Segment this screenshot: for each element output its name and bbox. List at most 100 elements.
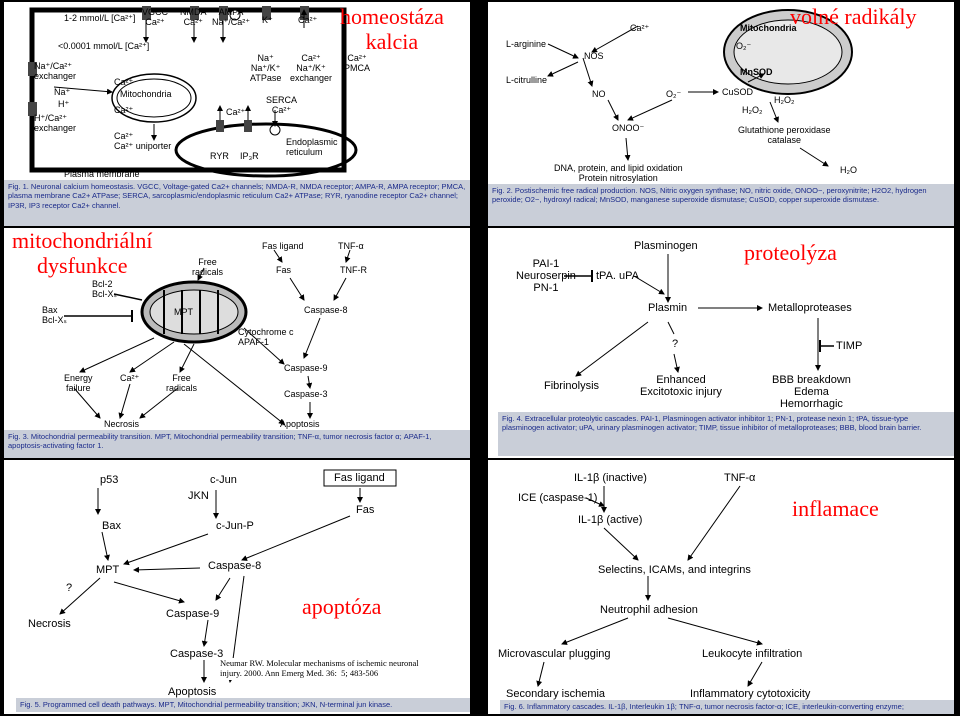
arginine-label: L-arginine bbox=[506, 39, 547, 49]
caspase3-label: Caspase-3 bbox=[170, 648, 224, 660]
mito-calcium-1-label: Ca²⁺ bbox=[114, 77, 134, 87]
mpt-diagram bbox=[64, 249, 351, 425]
panel-free-radicals: L-arginine L-citrulline NOS Ca²⁺ Mitocho… bbox=[488, 2, 954, 226]
fas-label: Fas bbox=[356, 504, 375, 516]
excitotoxic-label: Enhanced Excitotoxic injury bbox=[640, 374, 722, 399]
nmda-label: NMDA Ca²⁺ bbox=[180, 7, 207, 27]
ip3r-label: IP₃R bbox=[240, 151, 259, 161]
pmca-label: Ca²⁺ PMCA bbox=[344, 53, 371, 73]
tpa-upa-label: tPA. uPA bbox=[596, 270, 640, 282]
inflammation-diagram bbox=[536, 485, 763, 687]
selectins-label: Selectins, ICAMs, and integrins bbox=[598, 564, 751, 576]
na-k-exchanger-label: Ca²⁺ Na⁺/K⁺ exchanger bbox=[290, 53, 333, 83]
fas-label: Fas bbox=[276, 265, 292, 275]
serca-label: SERCA Ca²⁺ bbox=[266, 95, 298, 115]
h2o2-2-label: H₂O₂ bbox=[742, 105, 763, 115]
panel-title: mitochondriální dysfunkce bbox=[12, 228, 153, 279]
neutrophil-adhesion-label: Neutrophil adhesion bbox=[600, 604, 698, 616]
free-radicals-top-label: Free radicals bbox=[192, 257, 224, 277]
calcium-label: Ca²⁺ bbox=[120, 373, 140, 383]
er-label: Endoplasmic reticulum bbox=[286, 137, 338, 157]
timp-label: TIMP bbox=[836, 340, 863, 352]
vgcc-label: VGCC Ca²⁺ bbox=[142, 7, 169, 27]
apoptosis-label: Apoptosis bbox=[168, 686, 217, 698]
h2o2-1-label: H₂O₂ bbox=[774, 95, 795, 105]
panel-mitochondrial-dysfunction: Fas ligand TNF-α Free radicals Fas TNF-R… bbox=[4, 228, 470, 458]
tnf-label: TNF-α bbox=[338, 241, 364, 251]
panel-title: homeostáza kalcia bbox=[340, 4, 444, 55]
nos-label: NOS bbox=[584, 51, 604, 61]
cytochrome-c-label: Cytochrome c APAF-1 bbox=[238, 327, 294, 347]
cjun-label: c-Jun bbox=[210, 474, 237, 486]
inhibitors-label: PAI-1 Neuroserpin PN-1 bbox=[516, 258, 576, 295]
panel-title: proteolýza bbox=[744, 240, 837, 265]
jkn-label: JKN bbox=[188, 490, 209, 502]
panel-proteolysis: PAI-1 Neuroserpin PN-1 tPA. uPA Plasmino… bbox=[488, 228, 954, 458]
fibrinolysis-label: Fibrinolysis bbox=[544, 380, 600, 392]
mpt-label: MPT bbox=[96, 564, 120, 576]
microvascular-plugging-label: Microvascular plugging bbox=[498, 648, 611, 660]
caspase9-label: Caspase-9 bbox=[284, 363, 328, 373]
panel-apoptosis: p53 c-Jun JKN Fas ligand Fas Bax c-Jun-P… bbox=[4, 460, 470, 714]
ryr-label: RYR bbox=[210, 151, 229, 161]
apoptosis-label: Apoptosis bbox=[280, 419, 320, 429]
tnfr-label: TNF-R bbox=[340, 265, 367, 275]
figure-caption: Fig. 4. Extracellular proteolytic cascad… bbox=[498, 412, 954, 456]
figure-caption: Fig. 5. Programmed cell death pathways. … bbox=[16, 698, 470, 712]
mnsod-label: MnSOD bbox=[740, 67, 773, 77]
figure-caption: Fig. 3. Mitochondrial permeability trans… bbox=[4, 430, 470, 458]
secondary-ischemia-label: Secondary ischemia bbox=[506, 688, 606, 700]
nitric-oxide-label: NO bbox=[592, 89, 606, 99]
necrosis-label: Necrosis bbox=[104, 419, 140, 429]
calcium-diagram bbox=[28, 6, 358, 178]
panel-title: apoptóza bbox=[302, 594, 382, 619]
potassium-label: K⁺ bbox=[262, 15, 273, 25]
cytotoxicity-label: Inflammatory cytotoxicity bbox=[690, 688, 811, 700]
extracellular-concentration-label: 1-2 mmol/L [Ca²⁺] bbox=[64, 13, 136, 23]
leukocyte-infiltration-label: Leukocyte infiltration bbox=[702, 648, 803, 660]
il1-inactive-label: IL-1β (inactive) bbox=[574, 472, 647, 484]
citrulline-label: L-citrulline bbox=[506, 75, 548, 85]
calcium-label: Ca²⁺ bbox=[630, 23, 650, 33]
fas-ligand-label: Fas ligand bbox=[334, 472, 385, 484]
bcl2-label: Bcl-2 Bcl-Xₛ bbox=[92, 279, 117, 299]
intracellular-concentration-label: <0.0001 mmol/L [Ca²⁺] bbox=[58, 41, 150, 51]
fas-ligand-label: Fas ligand bbox=[262, 241, 304, 251]
mitochondria-label: Mitochondria bbox=[740, 23, 797, 33]
bax-label: Bax bbox=[102, 520, 121, 532]
water-label: H₂O bbox=[840, 165, 857, 175]
caspase3-label: Caspase-3 bbox=[284, 389, 328, 399]
uniporter-label: Ca²⁺ Ca²⁺ uniporter bbox=[114, 131, 172, 151]
plasma-membrane-label: Plasma membrane bbox=[64, 169, 140, 179]
mpt-label: MPT bbox=[174, 307, 193, 317]
superoxide-label: O₂⁻ bbox=[666, 89, 682, 99]
energy-failure-label: Energy failure bbox=[64, 373, 93, 393]
plasmin-label: Plasmin bbox=[648, 302, 688, 314]
h-ca-exchanger-label: H⁺/Ca²⁺ exchanger bbox=[34, 113, 77, 133]
reference-citation: Neumar RW. Molecular mechanisms of ische… bbox=[220, 658, 464, 680]
question-label: ? bbox=[66, 582, 73, 594]
panel-calcium-homeostasis: 1-2 mmol/L [Ca²⁺] <0.0001 mmol/L [Ca²⁺] … bbox=[4, 2, 470, 226]
panel-inflammation: IL-1β (inactive) TNF-α ICE (caspase-1) I… bbox=[488, 460, 954, 714]
tnf-label: TNF-α bbox=[724, 472, 756, 484]
na-atpase-label: Na⁺ Na⁺/K⁺ ATPase bbox=[250, 53, 282, 83]
bax-label: Bax Bcl-Xₛ bbox=[42, 305, 67, 325]
panel-title: inflamace bbox=[792, 496, 879, 521]
panel-title: volné radikály bbox=[790, 4, 917, 29]
cusod-label: CuSOD bbox=[722, 87, 754, 97]
question-label: ? bbox=[672, 338, 679, 350]
metalloproteases-label: Metalloproteases bbox=[768, 302, 852, 314]
er-calcium-label: Ca²⁺ bbox=[226, 107, 246, 117]
proteolysis-diagram bbox=[564, 254, 834, 377]
free-radicals-label: Free radicals bbox=[166, 373, 198, 393]
proton-label: H⁺ bbox=[58, 99, 70, 109]
oxidation-label: DNA, protein, and lipid oxidation Protei… bbox=[554, 163, 683, 183]
calcium-top-label: Ca²⁺ bbox=[298, 15, 318, 25]
mitochondria-label: Mitochondria bbox=[120, 89, 172, 99]
superoxide-mito-label: O₂⁻ bbox=[736, 41, 752, 51]
figure-caption: Fig. 6. Inflammatory cascades. IL-1β, In… bbox=[500, 700, 954, 714]
plasminogen-label: Plasminogen bbox=[634, 240, 698, 252]
il1-active-label: IL-1β (active) bbox=[578, 514, 643, 526]
cjunp-label: c-Jun-P bbox=[216, 520, 254, 532]
radicals-diagram bbox=[547, 9, 853, 167]
